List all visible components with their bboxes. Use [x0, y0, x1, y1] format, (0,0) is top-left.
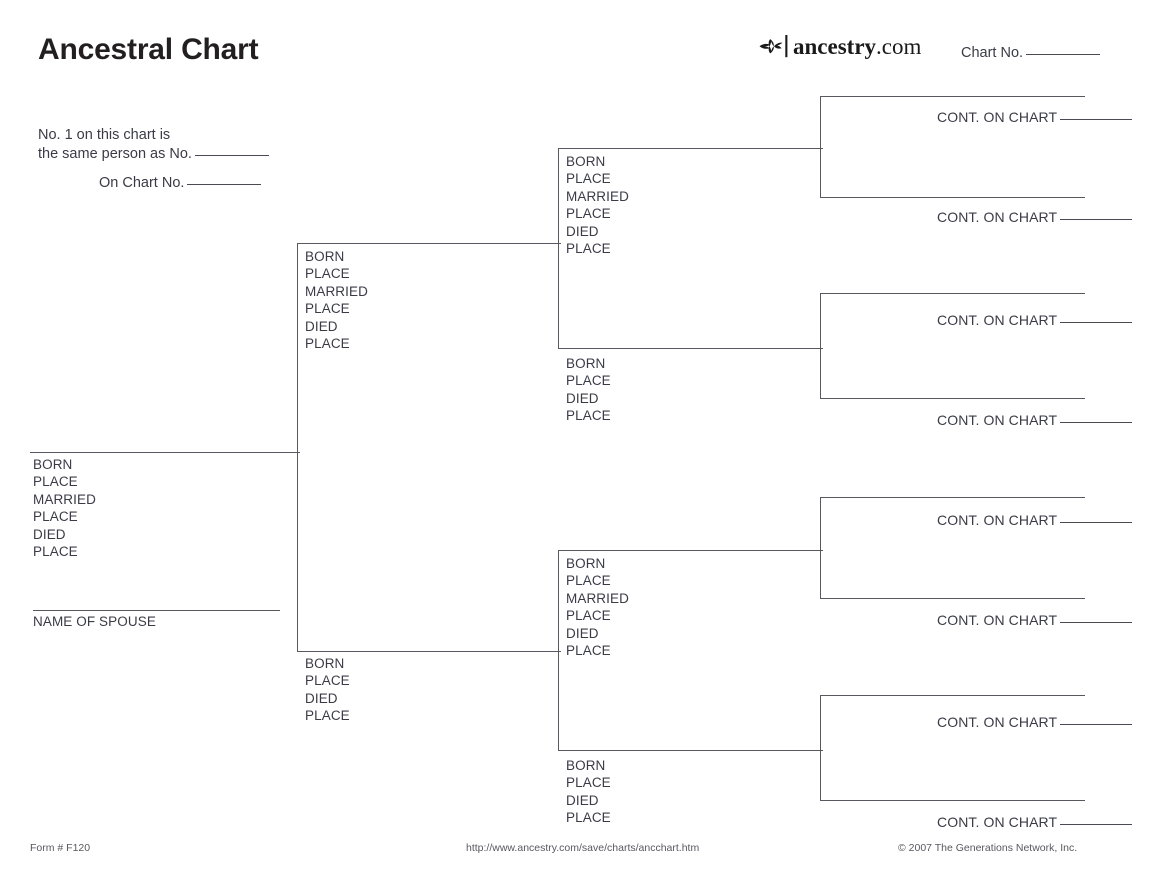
cont-chart-blank[interactable]: [1060, 322, 1133, 323]
cont-label-text: CONT. ON CHART: [937, 814, 1058, 830]
generation3-upper-stub: [542, 243, 559, 244]
cont-label-text: CONT. ON CHART: [937, 109, 1058, 125]
generation4-person7-name-line[interactable]: [820, 695, 1085, 696]
generation3-mgm-name-line[interactable]: [558, 750, 823, 751]
generation4-person1-cont[interactable]: CONT. ON CHART: [937, 109, 1133, 125]
generation4-bracket-d-stub: [805, 750, 821, 751]
generation4-bracket-b-stub: [805, 348, 821, 349]
on-chart-number-label: On Chart No.: [99, 175, 185, 191]
generation4-person5-cont[interactable]: CONT. ON CHART: [937, 512, 1133, 528]
generation4-person3-cont[interactable]: CONT. ON CHART: [937, 312, 1133, 328]
cont-chart-blank[interactable]: [1060, 724, 1133, 725]
generation4-bracket-c: [820, 497, 821, 598]
cont-label-text: CONT. ON CHART: [937, 412, 1058, 428]
generation4-person4-name-line[interactable]: [820, 398, 1085, 399]
same-person-note: No. 1 on this chart is the same person a…: [38, 126, 269, 164]
generation4-person5-name-line[interactable]: [820, 497, 1085, 498]
generation4-person8-cont[interactable]: CONT. ON CHART: [937, 814, 1133, 830]
brand-tld: .com: [876, 33, 922, 59]
generation3-mgf-name-line[interactable]: [558, 550, 823, 551]
cont-chart-blank[interactable]: [1060, 824, 1133, 825]
generation3-lower-stub: [542, 651, 559, 652]
page-title: Ancestral Chart: [38, 33, 259, 66]
footer-copyright: © 2007 The Generations Network, Inc.: [898, 842, 1078, 854]
generation4-person4-cont[interactable]: CONT. ON CHART: [937, 412, 1133, 428]
generation2-bracket: [297, 243, 298, 652]
spouse-caption: NAME OF SPOUSE: [33, 614, 156, 629]
generation4-bracket-b: [820, 293, 821, 398]
ancestry-logo: ancestry.com: [757, 32, 921, 60]
ancestry-wordmark: ancestry.com: [793, 35, 921, 58]
generation4-person6-name-line[interactable]: [820, 598, 1085, 599]
generation4-person3-name-line[interactable]: [820, 293, 1085, 294]
footer-url[interactable]: http://www.ancestry.com/save/charts/ancc…: [466, 842, 700, 854]
generation4-person8-name-line[interactable]: [820, 800, 1085, 801]
generation3-lower-bracket: [558, 550, 559, 750]
generation4-person2-name-line[interactable]: [820, 197, 1085, 198]
cont-label-text: CONT. ON CHART: [937, 312, 1058, 328]
chart-number-field[interactable]: Chart No.: [961, 45, 1101, 61]
cont-label-text: CONT. ON CHART: [937, 612, 1058, 628]
on-chart-number-field[interactable]: On Chart No.: [99, 175, 262, 191]
chart-number-label: Chart No.: [961, 45, 1024, 61]
cont-chart-blank[interactable]: [1060, 219, 1133, 220]
cont-label-text: CONT. ON CHART: [937, 209, 1058, 225]
footer-form-number: Form # F120: [30, 842, 91, 854]
same-person-line-1: No. 1 on this chart is: [38, 127, 171, 143]
cont-chart-blank[interactable]: [1060, 119, 1133, 120]
on-chart-number-blank[interactable]: [187, 184, 262, 185]
cont-chart-blank[interactable]: [1060, 622, 1133, 623]
same-person-line-2-label: the same person as No.: [38, 146, 192, 162]
generation4-bracket-d: [820, 695, 821, 800]
brand-name: ancestry: [793, 33, 877, 59]
generation4-person2-cont[interactable]: CONT. ON CHART: [937, 209, 1133, 225]
generation4-bracket-c-stub: [805, 550, 821, 551]
cont-chart-blank[interactable]: [1060, 522, 1133, 523]
chart-number-blank[interactable]: [1026, 54, 1101, 55]
generation2-stub: [280, 452, 298, 453]
person1-name-line[interactable]: [30, 452, 300, 453]
generation4-bracket-a-stub: [805, 148, 821, 149]
same-person-line-2[interactable]: the same person as No.: [38, 145, 269, 164]
same-person-number-blank[interactable]: [194, 155, 269, 156]
generation3-upper-bracket: [558, 148, 559, 348]
generation4-person1-name-line[interactable]: [820, 96, 1085, 97]
generation3-pgm-name-line[interactable]: [558, 348, 823, 349]
generation2-mother-name-line[interactable]: [297, 651, 561, 652]
spouse-name-line[interactable]: [33, 610, 280, 611]
cont-chart-blank[interactable]: [1060, 422, 1133, 423]
generation4-bracket-a: [820, 96, 821, 197]
generation4-person7-cont[interactable]: CONT. ON CHART: [937, 714, 1133, 730]
ancestry-leaf-icon: [759, 35, 788, 58]
cont-label-text: CONT. ON CHART: [937, 714, 1058, 730]
generation4-person6-cont[interactable]: CONT. ON CHART: [937, 612, 1133, 628]
cont-label-text: CONT. ON CHART: [937, 512, 1058, 528]
generation3-pgf-name-line[interactable]: [558, 148, 823, 149]
generation2-father-name-line[interactable]: [297, 243, 561, 244]
